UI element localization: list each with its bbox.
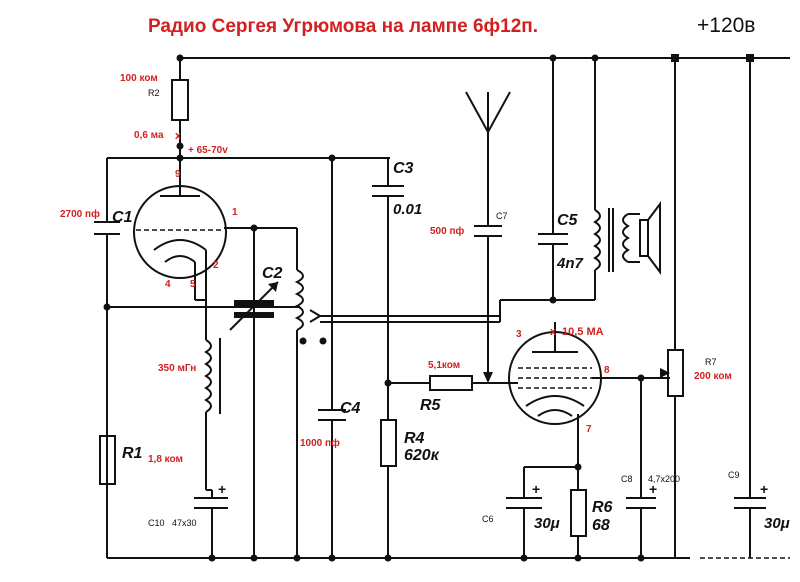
c6-value-label: 30μ [534,515,560,532]
pin3-label: 3 [516,329,522,340]
r1-name-label: R1 [122,445,143,462]
capacitor-c1 [94,221,120,558]
c3-value-label: 0.01 [393,201,422,218]
current-out-label: 10,5 МА [562,326,604,338]
capacitor-c7 [474,225,502,383]
capacitor-c5 [538,54,599,304]
choke-inductor [194,290,221,490]
choke-value-label: 350 мГн [158,363,196,374]
supply-rail [180,54,790,62]
c6-name-label: C6 [482,514,494,524]
capacitor-c8 [626,497,656,558]
capacitor-c10 [194,489,228,558]
resistor-r1 [99,435,116,485]
c6-plus: + [532,481,540,497]
anode-voltage-label: + 65-70v [188,145,228,156]
c7-value-label: 500 пф [430,225,465,237]
capacitor-c9 [734,58,766,558]
pin5-label: 5 [190,279,196,290]
r6-name-label: R6 [592,499,613,516]
pin9-label: 9 [175,169,181,180]
r2-value-label: 100 ком [120,73,158,84]
cathode-wires [523,414,582,498]
r7-name-label: R7 [705,357,717,367]
tube-1 [133,185,227,290]
c1-value-label: 2700 пф [60,208,100,220]
ground-rail [107,554,790,562]
r1-value-label: 1,8 ком [148,454,183,465]
pin8-label: 8 [604,365,610,376]
r7-value-label: 200 ком [694,371,732,382]
resistor-r2 [171,54,189,170]
r2-name-label: R2 [148,88,160,98]
pin7-label: 7 [586,424,592,435]
c5-value-label: 4n7 [556,255,584,272]
grid-wires [107,224,300,558]
resistor-r7 [660,58,684,558]
r4-name-label: R4 [404,430,425,447]
c9-plus: + [760,481,768,497]
anode-node-wires [106,142,390,222]
pin2-label: 2 [213,260,219,271]
r5-name-label: R5 [420,397,442,414]
screen-grid-wires [592,374,670,498]
resistor-r5 [388,375,510,391]
c8-name-label: C8 [621,474,633,484]
marker-x-top: x [175,130,182,142]
pin1-label: 1 [232,207,238,218]
capacitor-c6 [506,497,542,558]
c2-name-label: C2 [262,265,283,282]
capacitor-c4 [318,158,346,558]
c3-name-label: C3 [393,160,414,177]
variable-capacitor-c2 [229,281,279,331]
c7-name-label: C7 [496,211,508,221]
supply-voltage-label: +120в [697,14,755,37]
resistor-r6 [570,489,587,558]
c9-name-label: C9 [728,470,740,480]
c8-value-label: 4,7x200 [648,474,680,484]
c8-plus: + [649,481,657,497]
c9-value-label: 30μ [764,515,790,532]
marker-x-out: x [550,326,557,338]
resistor-r4 [380,419,397,558]
r4-value-label: 620к [404,447,440,464]
tuning-coil [294,269,500,558]
pin4-label: 4 [165,279,171,290]
c4-value-label: 1000 пф [300,437,340,449]
c10-plus: + [218,481,226,497]
speaker-icon [628,201,661,275]
output-transformer [499,58,630,322]
r6-value-label: 68 [592,517,610,534]
r5-value-label: 5,1ком [428,360,460,371]
c5-name-label: C5 [557,212,579,229]
c10-value-label: 47x30 [172,518,197,528]
capacitor-c3 [372,158,404,420]
c10-name-label: C10 [148,518,165,528]
antenna [465,91,511,226]
diagram-title: Радио Сергея Угрюмова на лампе 6ф12п. [148,16,538,37]
c4-name-label: C4 [340,400,361,417]
current-top-label: 0,6 ма [134,130,164,141]
c1-name-label: C1 [112,209,133,226]
